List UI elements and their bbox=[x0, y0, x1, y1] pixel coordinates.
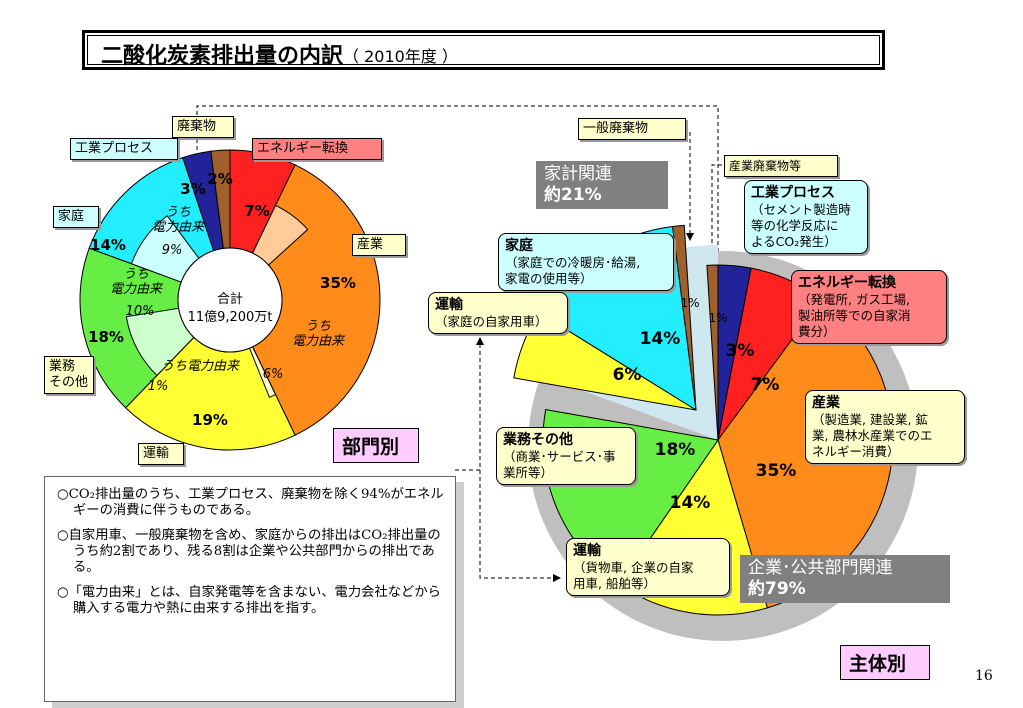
sector-sub-value-3: 9% bbox=[162, 243, 183, 258]
entity-value-label-0: 3% bbox=[726, 341, 755, 361]
entity-chart-label: 主体別 bbox=[840, 645, 930, 680]
callout-industrial-waste: 産業廃棄物等 bbox=[724, 155, 838, 177]
entity-value-label-5: 6% bbox=[613, 365, 642, 385]
sector-sub-value-2: 10% bbox=[126, 304, 155, 319]
callout-right-household: 家庭（家庭での冷暖房･給湯, 家電の使用等） bbox=[498, 233, 674, 291]
callout-right-process-detail: （セメント製造時 等の化学反応に よるCO₂発生） bbox=[751, 202, 851, 249]
note-3: ○「電力由来」とは、自家発電等を含まない、電力会社などから購入する電力や熱に由来… bbox=[57, 585, 441, 616]
page-subtitle: （ 2010年度 ） bbox=[343, 47, 458, 66]
callout-right-business-detail: （商業･サービス･事 業所等） bbox=[503, 449, 616, 480]
donut-hole bbox=[177, 247, 283, 353]
callout-right-industry-title: 産業 bbox=[812, 395, 840, 411]
sector-sub-label-0: うち電力由来 bbox=[292, 319, 346, 349]
callout-right-car-detail: （家庭の自家用車） bbox=[435, 314, 548, 329]
sector-value-label-0: 7% bbox=[244, 202, 269, 220]
callout-right-freight: 運輸（貨物車, 企業の自家 用車, 船舶等） bbox=[566, 538, 730, 596]
entity-value-label-8: 1% bbox=[708, 311, 727, 325]
callout-household: 家庭 bbox=[53, 206, 99, 228]
callout-right-business-title: 業務その他 bbox=[503, 432, 573, 448]
notes-box: ○CO₂排出量のうち、工業プロセス、廃棄物を除く94%がエネルギーの消費に伴うも… bbox=[44, 476, 456, 702]
callout-right-household-detail: （家庭での冷暖房･給湯, 家電の使用等） bbox=[505, 255, 641, 286]
household-related-label: 家計関連 約21% bbox=[536, 161, 668, 209]
callout-right-household-title: 家庭 bbox=[505, 238, 533, 254]
page-title: 二酸化炭素排出量の内訳 bbox=[101, 44, 344, 69]
callout-industry: 産業 bbox=[352, 234, 406, 256]
callout-right-process-title: 工業プロセス bbox=[751, 185, 835, 201]
entity-value-label-1: 7% bbox=[751, 375, 780, 395]
callout-general-waste: 一般廃棄物 bbox=[578, 118, 686, 140]
callout-right-energy-detail: （発電所, ガス工場, 製油所等での自家消 費分） bbox=[798, 292, 911, 339]
sector-pie-chart bbox=[79, 149, 381, 451]
sector-pie-labels: 7%35%19%18%14%3%2%うち電力由来6%うち電力由来1%うち電力由来… bbox=[88, 170, 356, 429]
entity-value-label-3: 14% bbox=[670, 493, 711, 513]
callout-business: 業務 その他 bbox=[44, 356, 94, 394]
callout-energy-conversion: エネルギー転換 bbox=[252, 138, 382, 160]
callout-right-freight-title: 運輸 bbox=[573, 543, 601, 559]
total-label: 合計 bbox=[217, 291, 243, 307]
entity-pie-labels: 3% 7% 35% 14% 18% 6% 14% 1% 1% bbox=[613, 296, 797, 513]
sector-sub-label-1: うち電力由来 bbox=[161, 359, 241, 374]
callout-waste: 廃棄物 bbox=[172, 116, 234, 138]
page-number: 16 bbox=[975, 668, 993, 684]
entity-slice-7 bbox=[672, 224, 697, 411]
entity-value-label-6: 14% bbox=[640, 329, 681, 349]
entity-value-label-2: 35% bbox=[756, 461, 797, 481]
callout-right-freight-detail: （貨物車, 企業の自家 用車, 船舶等） bbox=[573, 560, 694, 591]
entity-value-label-4: 18% bbox=[655, 440, 696, 460]
callout-right-energy-title: エネルギー転換 bbox=[798, 275, 896, 291]
entity-value-label-7: 1% bbox=[680, 296, 699, 310]
note-1: ○CO₂排出量のうち、工業プロセス、廃棄物を除く94%がエネルギーの消費に伴うも… bbox=[57, 487, 444, 518]
sector-value-label-1: 35% bbox=[320, 274, 356, 292]
business-related-label: 企業･公共部門関連 約79% bbox=[740, 555, 950, 603]
entity-slice-8 bbox=[706, 264, 719, 441]
sector-value-label-3: 18% bbox=[88, 328, 124, 346]
title-box: 二酸化炭素排出量の内訳 （ 2010年度 ） bbox=[82, 30, 885, 70]
sector-value-label-4: 14% bbox=[90, 236, 126, 254]
sector-sub-label-2: うち電力由来 bbox=[110, 267, 164, 297]
sector-value-label-5: 3% bbox=[180, 180, 205, 198]
callout-right-car: 運輸（家庭の自家用車） bbox=[428, 292, 568, 334]
callout-right-industry: 産業（製造業, 建設業, 鉱 業, 農林水産業でのエ ネルギー消費） bbox=[805, 390, 965, 464]
callout-right-energy: エネルギー転換（発電所, ガス工場, 製油所等での自家消 費分） bbox=[791, 270, 947, 344]
callout-right-industry-detail: （製造業, 建設業, 鉱 業, 農林水産業でのエ ネルギー消費） bbox=[812, 412, 933, 459]
callout-right-process: 工業プロセス（セメント製造時 等の化学反応に よるCO₂発生） bbox=[744, 180, 868, 254]
sector-chart-label: 部門別 bbox=[333, 428, 419, 463]
callout-industrial-process: 工業プロセス bbox=[70, 138, 178, 160]
sector-sub-label-3: うち電力由来 bbox=[152, 205, 206, 235]
callout-right-car-title: 運輸 bbox=[435, 297, 463, 313]
callout-right-business: 業務その他（商業･サービス･事 業所等） bbox=[496, 427, 636, 485]
sector-value-label-6: 2% bbox=[207, 170, 232, 188]
sector-value-label-2: 19% bbox=[192, 411, 228, 429]
sector-sub-value-0: 6% bbox=[263, 367, 284, 382]
callout-transport: 運輸 bbox=[138, 443, 184, 465]
total-value: 11億9,200万t bbox=[188, 309, 273, 325]
note-2: ○自家用車、一般廃棄物を含め、家庭からの排出はCO₂排出量のうち約2割であり、残… bbox=[57, 528, 441, 575]
sector-sub-value-1: 1% bbox=[148, 379, 169, 394]
